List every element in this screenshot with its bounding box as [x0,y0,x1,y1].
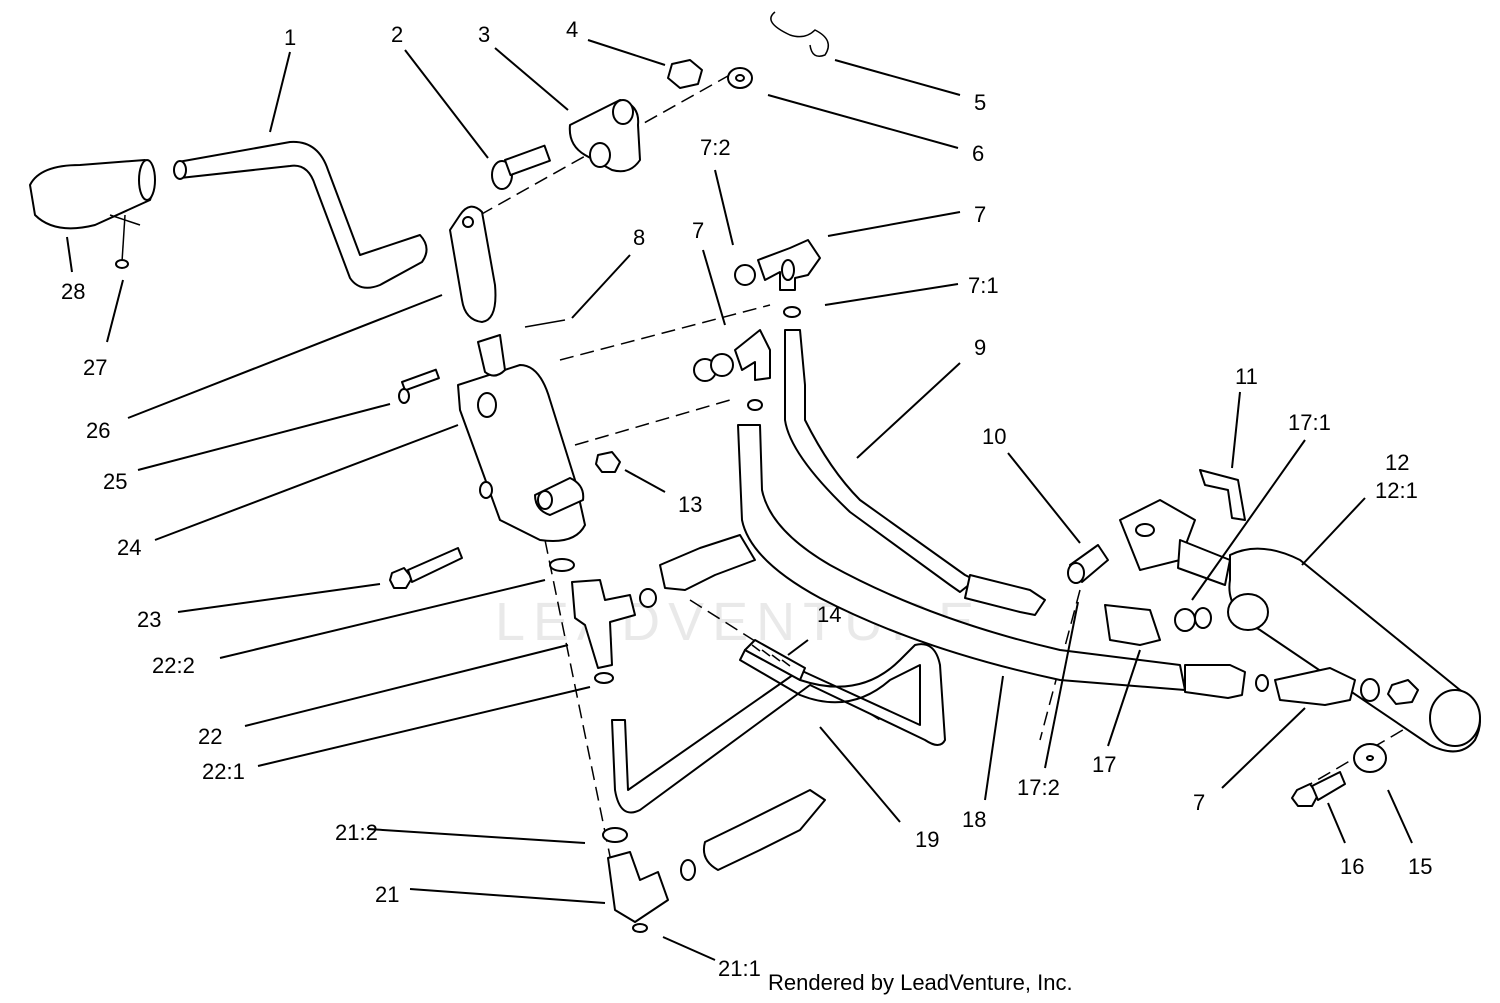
hose-part-18 [737,424,1246,699]
callout-16: 16 [1340,854,1364,879]
callout-15: 15 [1408,854,1432,879]
tee-fitting-part-22 [549,558,657,684]
callout-labels: 1 2 3 4 5 6 7:2 7 7 7:1 7 8 9 10 11 12 1… [61,17,1432,981]
fitting-part-7-lower [1255,667,1380,706]
footer-credit: Rendered by LeadVenture, Inc. [768,970,1073,995]
clip-part-11 [1199,469,1246,521]
callout-26: 26 [86,418,110,443]
callout-6: 6 [972,141,984,166]
callout-19: 19 [915,827,939,852]
callout-1: 1 [284,25,296,50]
pin-part [109,214,141,269]
screw-part-25 [398,368,440,404]
callout-12-1: 12:1 [1375,478,1418,503]
elbow-fitting-part-21 [602,789,826,933]
callout-7-1: 7:1 [968,273,999,298]
callout-21-1: 21:1 [718,956,761,981]
spring-pin-part-8 [524,319,566,328]
bolt-part-16 [1291,771,1346,807]
knob-part [29,159,156,230]
pin-part-10 [1067,544,1109,584]
callout-17-2: 17:2 [1017,775,1060,800]
callout-22-2: 22:2 [152,653,195,678]
lever-rod-part [173,140,428,289]
callout-9: 9 [974,335,986,360]
elbow-fitting-mid [693,329,771,411]
callout-5: 5 [974,90,986,115]
bolt-part-2 [491,144,551,190]
valve-body-part-24 [457,334,586,542]
callout-8: 8 [633,225,645,250]
callout-17: 17 [1092,752,1116,777]
leader-lines [66,39,1413,961]
callout-13: 13 [678,492,702,517]
callout-7-mid: 7 [692,218,704,243]
nut-part-4 [667,59,703,89]
callout-17-1: 17:1 [1288,410,1331,435]
callout-21: 21 [375,882,399,907]
callout-11: 11 [1235,364,1258,389]
plate-part [449,205,497,323]
callout-21-2: 21:2 [335,820,378,845]
callout-28: 28 [61,279,85,304]
callout-3: 3 [478,22,490,47]
washer-part-6 [727,67,753,89]
nut-part-13 [595,451,621,473]
bolt-part-23 [389,547,463,589]
bracket-part-3 [568,99,641,173]
callout-25: 25 [103,469,127,494]
fitting-hose-end [659,534,756,591]
callout-7-top-right: 7 [974,202,986,227]
callout-27: 27 [83,355,107,380]
fitting-part-17 [1104,604,1212,646]
callout-7-lower: 7 [1193,790,1205,815]
tube-part-19 [611,639,946,814]
callout-7-2-top: 7:2 [700,135,731,160]
callout-12: 12 [1385,450,1409,475]
callout-2: 2 [391,22,403,47]
callout-10: 10 [982,424,1006,449]
cylinder-part-12 [1119,499,1481,753]
washer-part-15 [1353,743,1387,773]
elbow-fitting-top [734,239,821,318]
callout-22-1: 22:1 [202,759,245,784]
callout-23: 23 [137,607,161,632]
hose-part-9 [784,329,1046,616]
callout-4: 4 [566,17,578,42]
callout-24: 24 [117,535,141,560]
callout-18: 18 [962,807,986,832]
callout-22: 22 [198,724,222,749]
callout-14: 14 [817,602,841,627]
clip-part-5 [770,11,830,57]
